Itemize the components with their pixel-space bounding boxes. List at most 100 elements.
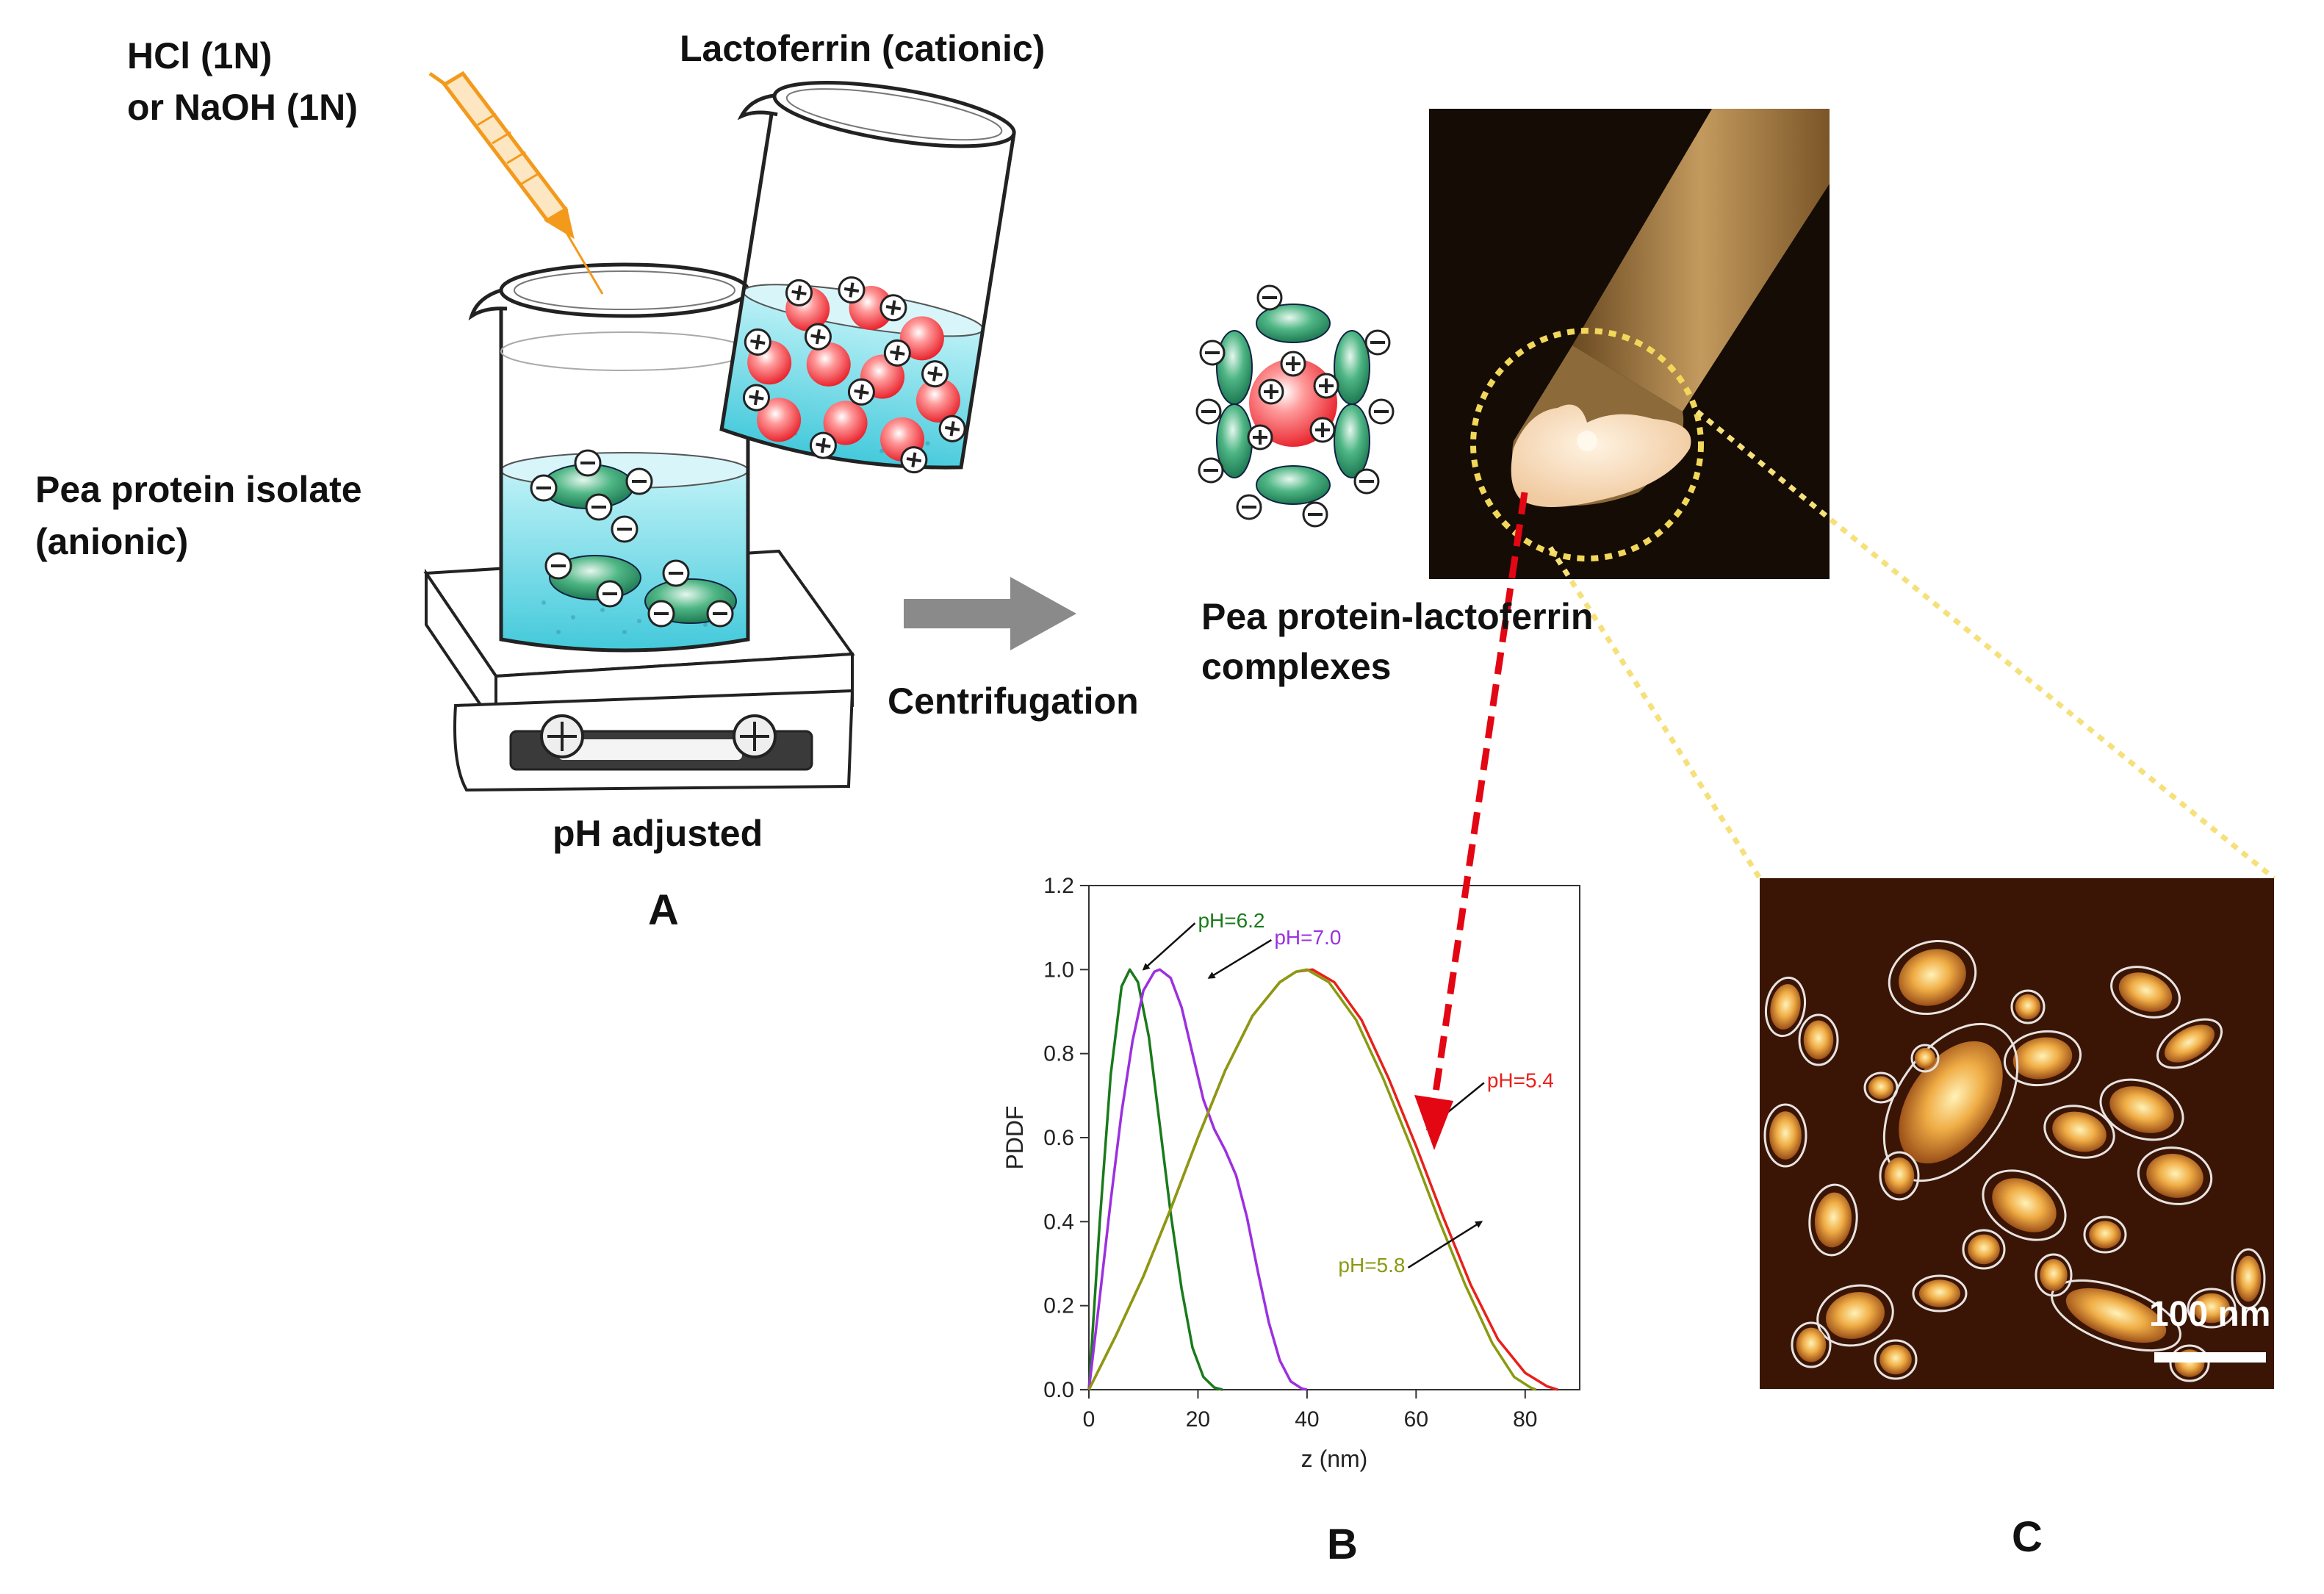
acid-base-label-line2: or NaOH (1N) (127, 87, 358, 128)
afm-particle-outline (2187, 1288, 2237, 1329)
afm-particle-outline (1791, 1321, 1832, 1368)
complex-photo (1429, 109, 1830, 579)
afm-particle (2165, 1024, 2215, 1063)
y-tick-label: 0.6 (1043, 1126, 1074, 1150)
afm-particle-outline (2099, 1078, 2184, 1141)
afm-particle (2235, 1255, 2262, 1302)
pea-protein-label-line2: (anionic) (35, 521, 189, 562)
complexes-label-line2: complexes (1201, 646, 1392, 687)
afm-particle (1899, 949, 1966, 1006)
afm-particle (1918, 1279, 1961, 1307)
series-annotation: pH=6.2 (1198, 909, 1264, 932)
lactoferrin-beaker (719, 81, 1016, 474)
afm-particle-outline (1912, 1274, 1968, 1313)
afm-particle (2118, 972, 2173, 1012)
afm-particle (1879, 1344, 1912, 1375)
series-line-62 (1087, 968, 1223, 1391)
afm-particle (1968, 1234, 2000, 1265)
y-tick-label: 0.0 (1043, 1378, 1074, 1402)
centrifugation-label: Centrifugation (888, 681, 1139, 722)
afm-particle-outline (2083, 1216, 2127, 1254)
afm-particle (1769, 1111, 1802, 1160)
series-annotation: pH=5.4 (1487, 1069, 1554, 1091)
afm-particle-outline (2051, 1279, 2181, 1352)
y-tick-label: 0.2 (1043, 1294, 1074, 1318)
lactoferrin-label: Lactoferrin (cationic) (680, 28, 1046, 69)
afm-particle (2193, 1293, 2230, 1324)
y-tick-label: 0.8 (1043, 1042, 1074, 1066)
panel-c-label: C (2012, 1513, 2043, 1561)
annotation-arrow (1207, 938, 1273, 979)
afm-particle-outline (1874, 1339, 1918, 1380)
afm-particle-outline (2010, 989, 2046, 1024)
afm-particle (1825, 1292, 1885, 1339)
y-tick-label: 1.0 (1043, 958, 1074, 982)
afm-particle-outline (1879, 1151, 1920, 1201)
x-tick-label: 80 (1513, 1407, 1537, 1432)
zoom-circle (1470, 328, 1704, 561)
y-tick-label: 1.2 (1043, 874, 1074, 898)
afm-particle-outline (1888, 939, 1977, 1016)
complexes-label-line1: Pea protein-lactoferrin (1201, 596, 1594, 637)
afm-particle-outline (1764, 976, 1807, 1038)
x-tick-label: 60 (1404, 1407, 1428, 1432)
afm-particle-outline (2003, 1030, 2082, 1087)
afm-particle-outline (2137, 1146, 2213, 1205)
syringe-icon (428, 71, 604, 295)
acid-base-label-line1: HCl (1N) (127, 35, 273, 76)
ph-adjusted-label: pH adjusted (553, 813, 763, 854)
afm-particle (2052, 1111, 2107, 1152)
series-line-58 (1087, 968, 1537, 1391)
afm-particle-outline (2231, 1248, 2266, 1310)
afm-particle (1868, 1076, 1894, 1099)
panel-a-label: A (648, 886, 679, 934)
afm-particle (2012, 1037, 2073, 1080)
y-tick-label: 0.4 (1043, 1210, 1074, 1234)
afm-particle-outline (2110, 966, 2181, 1019)
zoom-line (1695, 409, 2276, 880)
process-arrow-icon (904, 577, 1076, 650)
x-axis-label: z (nm) (1301, 1446, 1368, 1472)
series-annotation: pH=5.8 (1338, 1254, 1405, 1277)
afm-particle-outline (1763, 1103, 1807, 1168)
afm-particle-outline (1798, 1013, 1839, 1066)
x-tick-label: 40 (1295, 1407, 1319, 1432)
afm-particle (1796, 1327, 1827, 1363)
afm-particle-outline (2156, 1018, 2223, 1069)
complex-schematic (1195, 284, 1395, 528)
x-tick-label: 20 (1186, 1407, 1210, 1432)
afm-particle-outline (2169, 1344, 2210, 1382)
scale-bar (2154, 1352, 2266, 1363)
afm-particle-outline (1808, 1183, 1858, 1257)
link-arrow (1431, 492, 1528, 1103)
afm-particle (2089, 1221, 2121, 1249)
series-annotation: pH=7.0 (1274, 926, 1341, 949)
link-arrowhead-icon (1414, 1095, 1453, 1150)
afm-particle (1814, 1192, 1852, 1248)
afm-particle-outline (1910, 1044, 1940, 1073)
afm-particle (2146, 1154, 2204, 1198)
panel-b-label: B (1327, 1521, 1358, 1568)
afm-particle (2065, 1288, 2167, 1343)
afm-particle (1992, 1178, 2057, 1232)
afm-particle-outline (1982, 1169, 2067, 1241)
x-tick-label: 0 (1083, 1407, 1096, 1432)
afm-particle (2015, 994, 2041, 1020)
afm-particle (2040, 1259, 2068, 1291)
afm-particle-outline (1962, 1229, 2006, 1270)
annotation-arrow (1407, 1221, 1483, 1268)
afm-image (1760, 878, 2274, 1389)
afm-particle (2109, 1086, 2174, 1133)
pea-protein-beaker (468, 262, 750, 653)
afm-particle (1770, 984, 1801, 1030)
afm-particle-outline (2043, 1105, 2115, 1159)
afm-particle (1884, 1157, 1915, 1194)
afm-particle (1914, 1047, 1936, 1069)
scale-bar-label: 100 nm (2149, 1295, 2271, 1334)
annotation-arrow (1142, 922, 1196, 971)
afm-particle-outline (1863, 1071, 1899, 1104)
afm-particle (1803, 1020, 1834, 1060)
pea-protein-label-line1: Pea protein isolate (35, 469, 362, 510)
